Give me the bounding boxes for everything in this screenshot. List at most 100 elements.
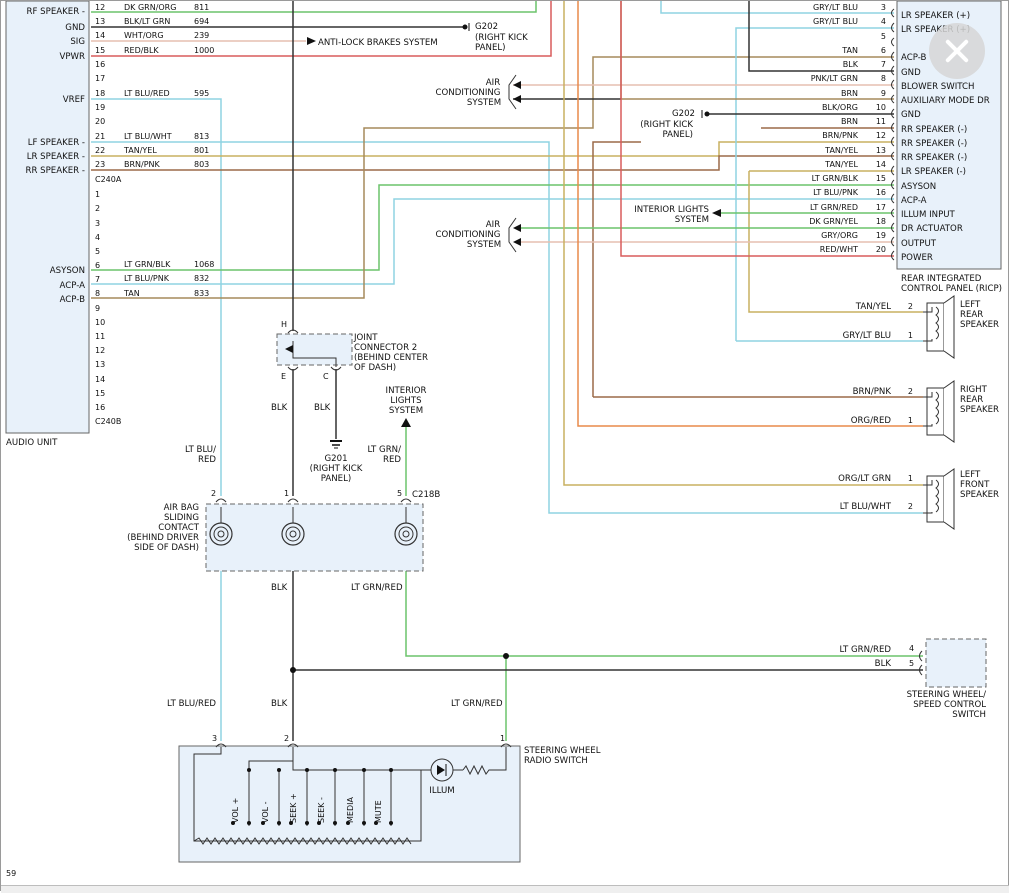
lfs-label-3: SPEAKER bbox=[960, 490, 999, 500]
ricp-label-pin-7: BLOWER SWITCH bbox=[901, 82, 974, 92]
close-button[interactable] bbox=[929, 23, 985, 79]
ac2-label-2: CONDITIONING bbox=[436, 230, 501, 240]
swrs-illum-feed bbox=[491, 747, 507, 771]
ac1-label-1: AIR bbox=[486, 78, 500, 88]
au-wire-tan: TAN bbox=[123, 289, 140, 298]
au-pin-17: 17 bbox=[95, 74, 105, 83]
swsc-label-1: STEERING WHEEL/ bbox=[907, 690, 986, 700]
ricp-label-pin-10: RR SPEAKER (-) bbox=[901, 125, 967, 135]
ricp-label-pin-11: RR SPEAKER (-) bbox=[901, 139, 967, 149]
blk-label-below-airbag: BLK bbox=[271, 583, 288, 593]
ricp-pin-9: 9 bbox=[881, 89, 886, 98]
au-wire-lt-blu-wht: LT BLU/WHT bbox=[124, 132, 172, 141]
au-label-rf-speaker: RF SPEAKER - bbox=[27, 7, 85, 17]
int-lights-label-2: LIGHTS bbox=[390, 396, 421, 406]
au-pin-16: 16 bbox=[95, 60, 105, 69]
ricp-pin-15: 15 bbox=[876, 174, 886, 183]
au-label-vpwr: VPWR bbox=[59, 52, 85, 62]
int-lights-arrow bbox=[401, 418, 411, 427]
ricp-pin-7: 7 bbox=[881, 60, 886, 69]
ac1-label-2: CONDITIONING bbox=[436, 88, 501, 98]
au-lower-pin-6: 6 bbox=[95, 261, 100, 270]
ricp-wire-15: LT GRN/BLK bbox=[812, 174, 859, 183]
au-label-sig: SIG bbox=[70, 37, 85, 47]
int-lights-top-1: INTERIOR LIGHTS bbox=[634, 205, 709, 215]
au-circuit-239: 239 bbox=[194, 31, 209, 40]
au-lower-pin-16: 16 bbox=[95, 403, 105, 412]
au-pin-21: 21 bbox=[95, 132, 105, 141]
wire-tan-yel-801 bbox=[91, 141, 894, 157]
au-pin-18: 18 bbox=[95, 89, 105, 98]
lrs-pin-1: 1 bbox=[908, 331, 913, 340]
rrs-label-2: REAR bbox=[960, 395, 983, 405]
au-wire-blk-lt-grn: BLK/LT GRN bbox=[124, 17, 170, 26]
jc-label-4: OF DASH) bbox=[354, 363, 396, 373]
au-lower-pin-4: 4 bbox=[95, 233, 100, 242]
ricp-label-pin-17: DR ACTUATOR bbox=[901, 224, 963, 234]
bottom-scrollbar[interactable] bbox=[1, 885, 1009, 893]
au-lower-pin-13: 13 bbox=[95, 360, 105, 369]
g201-ground: G201 (RIGHT KICK PANEL) bbox=[310, 440, 363, 484]
swsc-label-3: SWITCH bbox=[952, 710, 986, 720]
ricp-pin-18: 18 bbox=[876, 217, 886, 226]
au-pin-15: 15 bbox=[95, 46, 105, 55]
au-lower-pin-12: 12 bbox=[95, 346, 105, 355]
au-label-acp-a: ACP-A bbox=[59, 281, 85, 291]
red-label-upper-blu: RED bbox=[198, 455, 216, 465]
steering-wheel-radio-switch: 3 2 1 STEERING WHEEL RADIO SWITCH ILLUM bbox=[178, 734, 601, 863]
ricp-wire-14: TAN/YEL bbox=[824, 160, 858, 169]
interior-lights-lower: INTERIOR LIGHTS SYSTEM LT GRN/ RED LT BL… bbox=[185, 386, 426, 465]
abs-label: ANTI-LOCK BRAKES SYSTEM bbox=[318, 38, 438, 48]
lrs-pin-2: 2 bbox=[908, 302, 913, 311]
g202-mid-dot bbox=[704, 111, 710, 117]
ricp-wire-8: PNK/LT GRN bbox=[811, 74, 858, 83]
ricp-wire-19: GRY/ORG bbox=[821, 231, 858, 240]
au-circuit-595: 595 bbox=[194, 89, 209, 98]
ricp-wire-6: TAN bbox=[841, 46, 858, 55]
au-wire-lt-blu-pnk: LT BLU/PNK bbox=[124, 274, 170, 283]
splice-lt-grn-red bbox=[503, 653, 509, 659]
swsc-pin-4: 4 bbox=[909, 644, 914, 653]
ricp-pin-10: 10 bbox=[876, 103, 886, 112]
c218b-label: C218B bbox=[412, 490, 440, 500]
switch-media: MEDIA bbox=[346, 797, 355, 823]
wire-lt-grn-red-swsc bbox=[405, 546, 923, 657]
lfs-wire-org-lt-grn: ORG/LT GRN bbox=[838, 474, 891, 484]
au-circuit-1000: 1000 bbox=[194, 46, 214, 55]
wire-lt-blu-red-vref bbox=[91, 98, 222, 496]
wire-org-red bbox=[577, 1, 923, 427]
ricp-wire-10: BLK/ORG bbox=[822, 103, 858, 112]
lrs-wire-gry-lt-blu: GRY/LT BLU bbox=[843, 331, 891, 341]
switch-vol-up: VOL + bbox=[231, 798, 240, 823]
swrs-pin-3: 3 bbox=[212, 734, 217, 743]
clockspring-2 bbox=[281, 507, 305, 546]
audio-unit-box bbox=[5, 1, 90, 434]
ricp-label-pin-12: RR SPEAKER (-) bbox=[901, 153, 967, 163]
ricp-pin-6: 6 bbox=[881, 46, 886, 55]
splice-blk bbox=[290, 667, 296, 673]
airbag-contact-box bbox=[205, 503, 424, 572]
ricp-wire-7: BLK bbox=[843, 60, 859, 69]
au-connector-c240b: C240B bbox=[95, 417, 121, 426]
wire-brn-pnk-rrs bbox=[592, 141, 641, 397]
g202-mid-note-1: (RIGHT KICK bbox=[640, 120, 693, 130]
ricp-label-pin-15: ACP-A bbox=[901, 196, 927, 206]
airbag-label-2: SLIDING bbox=[164, 513, 199, 523]
ricp-wire-16: LT BLU/PNK bbox=[813, 188, 859, 197]
g201-note-2: PANEL) bbox=[321, 474, 352, 484]
au-wire-brn-pnk: BRN/PNK bbox=[124, 160, 161, 169]
swsc-label-2: SPEED CONTROL bbox=[913, 700, 986, 710]
au-circuit-811: 811 bbox=[194, 3, 209, 12]
int-lights-top-2: SYSTEM bbox=[675, 215, 709, 225]
ac1-label-3: SYSTEM bbox=[467, 98, 501, 108]
switch-seek-up: SEEK + bbox=[289, 793, 298, 823]
ricp-wire-4: GRY/LT BLU bbox=[813, 17, 858, 26]
au-lower-pin-11: 11 bbox=[95, 332, 105, 341]
au-label-acp-b: ACP-B bbox=[60, 295, 86, 305]
ricp-label-pin-16: ILLUM INPUT bbox=[901, 210, 956, 220]
g202-mid-note-2: PANEL) bbox=[662, 130, 693, 140]
ricp-label-1: REAR INTEGRATED bbox=[901, 274, 982, 284]
wire-blk-7 bbox=[748, 1, 894, 72]
wire-gry-lt-blu-4 bbox=[735, 27, 894, 341]
